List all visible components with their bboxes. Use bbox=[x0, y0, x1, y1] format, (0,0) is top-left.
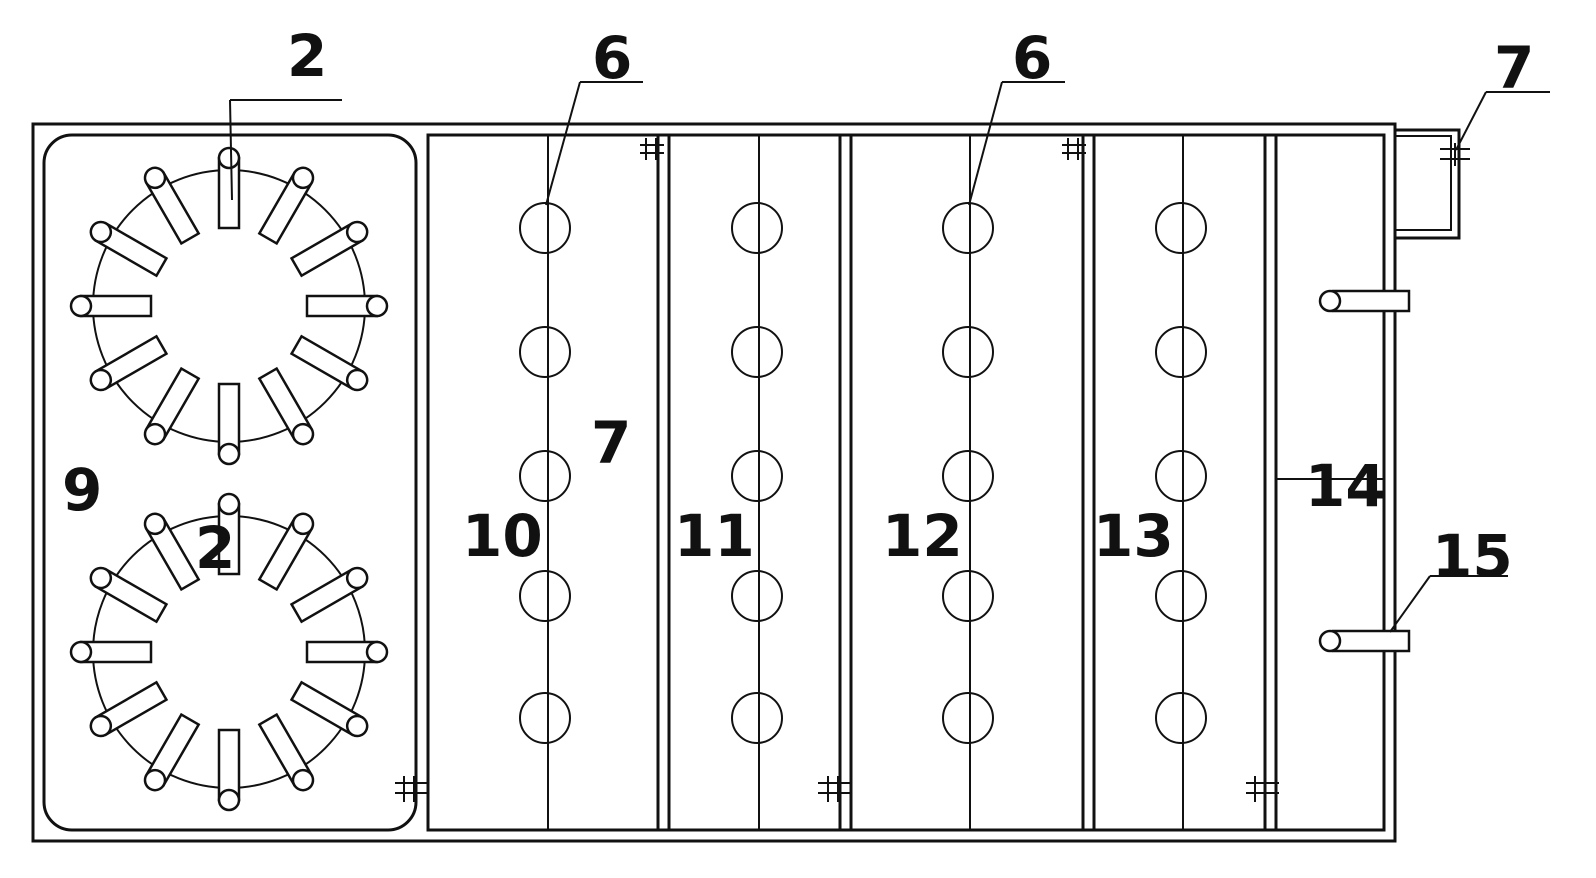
disc-blade bbox=[89, 220, 169, 278]
disc-blade bbox=[89, 680, 169, 738]
disc-blade bbox=[89, 566, 169, 624]
valve-marker bbox=[395, 776, 428, 802]
bubble bbox=[942, 570, 994, 622]
disc-blade bbox=[289, 680, 369, 738]
valve-marker bbox=[640, 138, 664, 160]
valve-marker bbox=[818, 776, 852, 802]
disc-blade bbox=[289, 220, 369, 278]
bubble bbox=[731, 202, 783, 254]
bubble bbox=[731, 692, 783, 744]
bubble bbox=[942, 450, 994, 502]
disc-blade bbox=[257, 166, 315, 246]
callout-2-top: 2 bbox=[287, 22, 327, 90]
disc-blade bbox=[143, 166, 201, 246]
bubble bbox=[1155, 202, 1207, 254]
disc-blade bbox=[217, 728, 241, 812]
bubble bbox=[731, 326, 783, 378]
support-lines bbox=[547, 135, 1184, 830]
disc-blade bbox=[143, 512, 201, 592]
bubble bbox=[519, 570, 571, 622]
bubble bbox=[731, 570, 783, 622]
label-12: 12 bbox=[882, 502, 963, 570]
disc-blade bbox=[257, 366, 315, 446]
callout-15: 15 bbox=[1432, 522, 1513, 590]
bubble bbox=[942, 692, 994, 744]
disc-blade bbox=[289, 566, 369, 624]
bubble bbox=[519, 326, 571, 378]
disc-assembly-upper bbox=[69, 146, 389, 466]
outlet-pipe-upper bbox=[1318, 289, 1411, 313]
bubble bbox=[1155, 326, 1207, 378]
disc-blade bbox=[289, 334, 369, 392]
bubble bbox=[942, 202, 994, 254]
leader-lines bbox=[229, 81, 1550, 633]
outlet-pipe-lower bbox=[1318, 629, 1411, 653]
disc-blade bbox=[143, 366, 201, 446]
disc-blade bbox=[143, 712, 201, 792]
partition-walls bbox=[656, 135, 1278, 830]
label-10: 10 bbox=[462, 502, 543, 570]
bubble bbox=[519, 450, 571, 502]
label-14: 14 bbox=[1305, 452, 1386, 520]
disc-blade bbox=[305, 640, 389, 664]
bubble bbox=[519, 202, 571, 254]
disc-blade bbox=[257, 712, 315, 792]
label-9: 9 bbox=[62, 456, 102, 524]
disc-blade bbox=[305, 294, 389, 318]
bubble bbox=[1155, 692, 1207, 744]
outlet-box bbox=[1395, 128, 1470, 240]
disc-blade bbox=[89, 334, 169, 392]
disc-blade bbox=[217, 146, 241, 230]
bubble bbox=[1155, 570, 1207, 622]
bubble bbox=[519, 692, 571, 744]
disc-blade bbox=[69, 294, 153, 318]
callout-7-top: 7 bbox=[1494, 34, 1534, 102]
bubble-elements bbox=[519, 202, 1207, 744]
compartments-frame bbox=[426, 133, 1386, 832]
outer-tank bbox=[31, 122, 1397, 843]
bubble bbox=[731, 450, 783, 502]
callout-6-right: 6 bbox=[1012, 24, 1052, 92]
disc-blade bbox=[217, 492, 241, 576]
label-7-inner: 7 bbox=[591, 409, 631, 477]
valve-marker bbox=[1062, 138, 1086, 160]
disc-assembly-lower bbox=[69, 492, 389, 812]
valve-marker bbox=[1246, 776, 1279, 802]
disc-blade bbox=[257, 512, 315, 592]
disc-blade bbox=[69, 640, 153, 664]
callout-6-left: 6 bbox=[592, 24, 632, 92]
label-13: 13 bbox=[1093, 502, 1174, 570]
label-11: 11 bbox=[674, 502, 755, 570]
label-2-lower: 2 bbox=[195, 514, 235, 582]
bubble bbox=[1155, 450, 1207, 502]
bubble bbox=[942, 326, 994, 378]
disc-blade bbox=[217, 382, 241, 466]
valve-markers bbox=[395, 138, 1279, 802]
